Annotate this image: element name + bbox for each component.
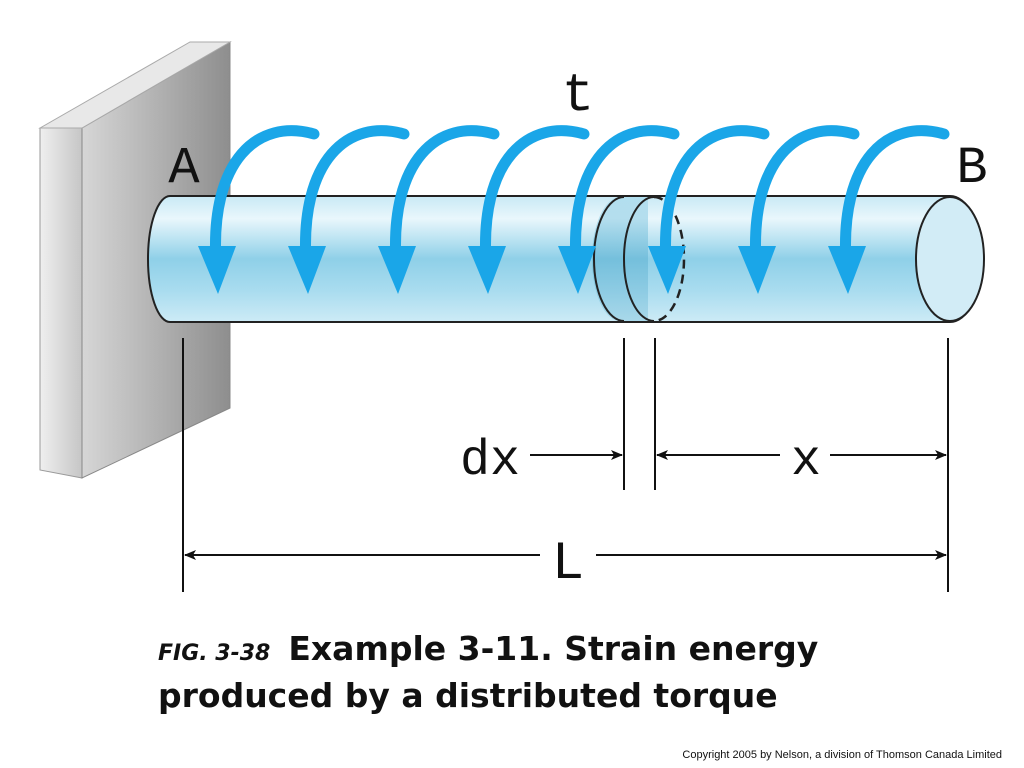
distance-x-label: x [791, 433, 821, 490]
shaft-end-face-b [915, 196, 985, 322]
wall-side [39, 127, 83, 479]
copyright-notice: Copyright 2005 by Nelson, a division of … [682, 749, 1002, 761]
torque-arrow [288, 125, 410, 294]
slice-right-visible-edge [623, 196, 655, 322]
caption-line-1: Example 3-11. Strain energy [288, 629, 819, 668]
torque-label: t [562, 66, 594, 127]
element-slice [592, 197, 648, 321]
torque-arrow [738, 125, 860, 294]
figure-number: FIG. 3-38 [158, 641, 271, 666]
torque-arrow [468, 125, 590, 294]
torque-arrow [828, 125, 950, 294]
element-dx-label: dx [460, 433, 520, 490]
caption-line-2: produced by a distributed torque [158, 676, 778, 715]
figure-caption: FIG. 3-38 Example 3-11. Strain energy pro… [158, 628, 978, 717]
torque-arrow [648, 125, 770, 294]
fixed-wall [38, 41, 232, 479]
distributed-torque-arrows [198, 125, 950, 294]
length-l-label: L [552, 534, 584, 595]
torque-arrow [558, 125, 680, 294]
shaft [147, 195, 985, 323]
wall-top [38, 41, 232, 129]
dimension-lines [182, 338, 949, 592]
torsion-shaft-diagram: t A B dx x L [38, 41, 988, 595]
end-b-label: B [956, 139, 987, 198]
slice-left-edge [593, 196, 625, 322]
torque-arrow [198, 125, 320, 294]
torque-arrow [378, 125, 500, 294]
end-a-label: A [168, 139, 200, 198]
